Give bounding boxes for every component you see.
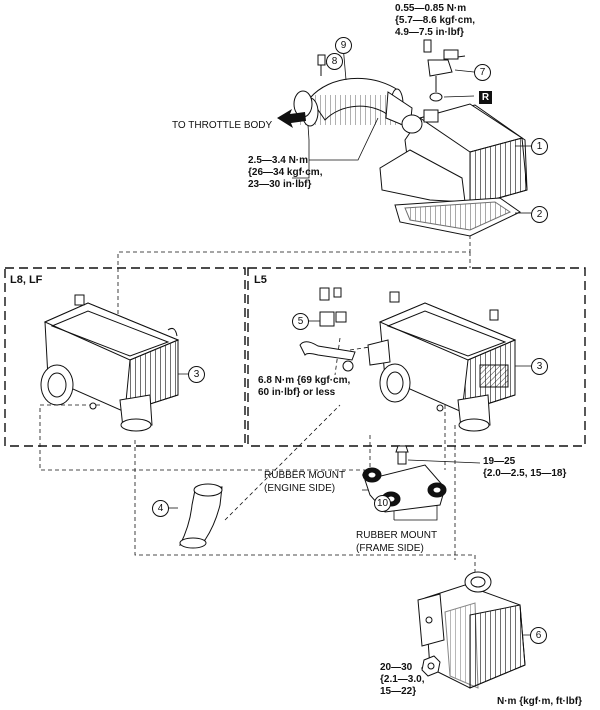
units-note: N·m {kgf·m, ft·lbf}: [497, 696, 582, 707]
rubber-mount-frame-label-1: RUBBER MOUNT: [356, 530, 438, 541]
section-box-l8-lf: [4, 267, 246, 447]
mount-nut: [421, 655, 441, 677]
air-cleaner-case-l5: [367, 291, 517, 432]
torque-label-sensor-3: 4.9—7.5 in·lbf}: [395, 27, 464, 38]
callout-4: 4: [152, 500, 169, 517]
torque-label-hose-2: {26—34 kgf·cm,: [248, 167, 323, 178]
resonator: [417, 571, 526, 689]
iat-sensor: [423, 39, 466, 102]
rubber-mount-engine-label-1: RUBBER MOUNT: [264, 470, 346, 481]
intake-hose: [293, 77, 413, 129]
solenoid-valve: [299, 287, 356, 372]
callout-10: 10: [374, 495, 391, 512]
callout-3-l5: 3: [531, 358, 548, 375]
air-cleaner-case-l8: [40, 294, 180, 432]
callout-8: 8: [326, 53, 343, 70]
to-throttle-body-label: TO THROTTLE BODY: [172, 120, 273, 131]
callout-1: 1: [531, 138, 548, 155]
intake-duct: [179, 483, 223, 549]
section-title-l8-lf: L8, LF: [10, 274, 43, 286]
torque-label-l5-2: 60 in·lbf} or less: [258, 387, 336, 398]
torque-label-mount-1: 19—25: [483, 456, 516, 467]
torque-label-hose-1: 2.5—3.4 N·m: [248, 155, 309, 166]
air-cleaner-element: [394, 197, 521, 237]
callout-3-l8: 3: [188, 366, 205, 383]
torque-label-sensor-1: 0.55—0.85 N·m: [395, 3, 467, 14]
rubber-mount-frame-label-2: (FRAME SIDE): [356, 543, 424, 554]
reference-dashed-lines: [39, 235, 476, 585]
callout-2: 2: [531, 206, 548, 223]
torque-label-nut-1: 20—30: [380, 662, 413, 673]
section-title-l5: L5: [254, 274, 267, 286]
callout-9: 9: [335, 37, 352, 54]
torque-label-nut-2: {2.1—3.0,: [380, 674, 425, 685]
callout-6: 6: [530, 627, 547, 644]
replace-part-icon: R: [479, 91, 492, 104]
sensor-screw: [317, 54, 326, 76]
arrow-left-icon: [277, 109, 306, 128]
callout-7: 7: [474, 64, 491, 81]
rubber-mount-engine-label-2: (ENGINE SIDE): [264, 483, 336, 494]
torque-label-mount-2: {2.0—2.5, 15—18}: [483, 468, 567, 479]
torque-label-hose-3: 23—30 in·lbf}: [248, 179, 312, 190]
section-box-l5: [247, 267, 586, 447]
torque-label-l5-1: 6.8 N·m {69 kgf·cm,: [258, 375, 351, 386]
torque-label-nut-3: 15—22}: [380, 686, 417, 697]
torque-label-sensor-2: {5.7—8.6 kgf·cm,: [395, 15, 476, 26]
callout-5: 5: [292, 313, 309, 330]
air-cleaner-cover: [379, 103, 528, 207]
